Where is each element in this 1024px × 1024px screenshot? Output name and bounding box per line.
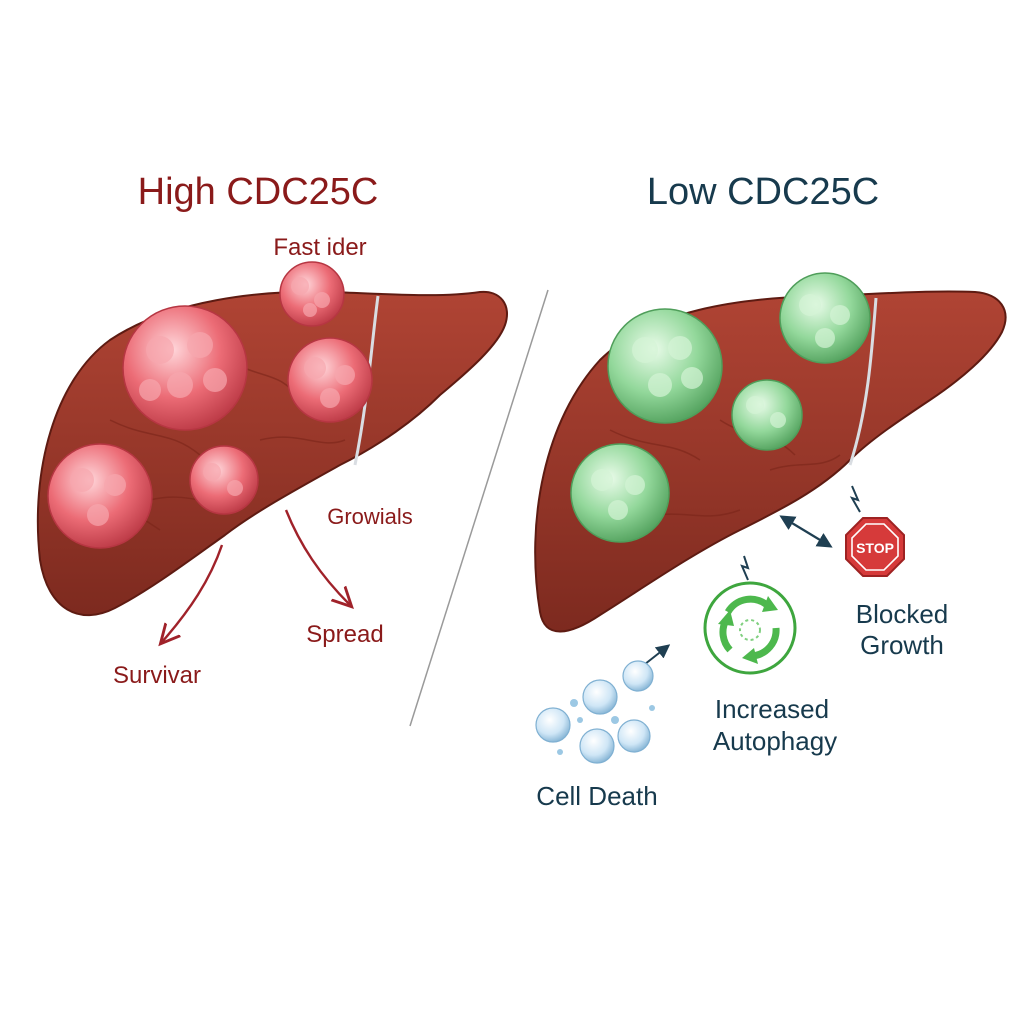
- stop-sign-text: STOP: [856, 540, 894, 556]
- dying-cells-icon: [535, 660, 655, 764]
- label-blocked-1: Blocked: [856, 599, 949, 629]
- panel-divider: [409, 289, 549, 727]
- arrow-bidirectional: [779, 515, 833, 548]
- tumor-red-bottom-left: [47, 443, 153, 549]
- recycle-circle-icon: [703, 581, 797, 675]
- tumor-red-large: [122, 305, 248, 431]
- label-fast: Fast ider: [273, 234, 366, 261]
- label-cell-death: Cell Death: [536, 781, 657, 811]
- tumor-green-large: [607, 308, 723, 424]
- label-growth: Growials: [327, 504, 413, 529]
- liver-ligament: [848, 297, 878, 466]
- tumor-green-top: [779, 272, 871, 364]
- label-survival: Survivar: [113, 662, 201, 689]
- label-autophagy-1: Increased: [715, 694, 829, 724]
- right-title: Low CDC25C: [647, 171, 879, 213]
- arrow-spread: [284, 509, 350, 605]
- spark-mark: [849, 485, 861, 513]
- tumor-red-small: [189, 445, 259, 515]
- left-panel: High CDC25C Fast ide: [36, 171, 508, 689]
- left-title: High CDC25C: [138, 171, 379, 213]
- arrow-survival: [162, 544, 224, 642]
- spark-mark: [740, 555, 750, 581]
- tumor-red-top: [279, 261, 345, 327]
- tumor-green-mid: [731, 379, 803, 451]
- tumor-green-bottom: [570, 443, 670, 543]
- right-panel: Low CDC25C: [534, 171, 1007, 811]
- tumor-red-right: [287, 337, 373, 423]
- label-spread: Spread: [306, 621, 383, 648]
- label-autophagy-2: Autophagy: [713, 726, 837, 756]
- label-blocked-2: Growth: [860, 630, 944, 660]
- stop-sign-icon: STOP: [845, 517, 905, 577]
